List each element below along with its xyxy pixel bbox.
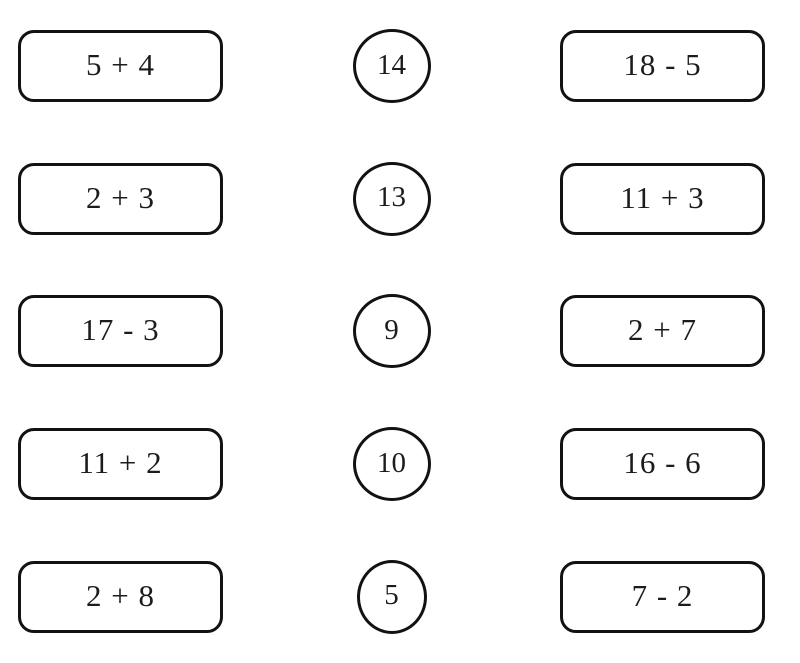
expression-box-right[interactable]: 18 - 5 [560, 30, 765, 103]
answer-cell: 9 [223, 294, 560, 369]
expression-box-left[interactable]: 17 - 3 [18, 295, 223, 368]
expression-text: 18 - 5 [623, 47, 702, 83]
expression-box-right[interactable]: 11 + 3 [560, 162, 765, 235]
right-expression-cell: 11 + 3 [560, 162, 765, 235]
answer-text: 10 [377, 446, 406, 479]
right-expression-cell: 16 - 6 [560, 428, 765, 501]
left-expression-cell: 17 - 3 [18, 295, 223, 368]
answer-cell: 10 [223, 427, 560, 502]
right-expression-cell: 2 + 7 [560, 295, 765, 368]
expression-text: 5 + 4 [86, 47, 155, 83]
expression-text: 7 - 2 [631, 577, 694, 613]
left-expression-cell: 5 + 4 [18, 30, 223, 103]
expression-text: 16 - 6 [623, 445, 702, 481]
expression-box-right[interactable]: 2 + 7 [560, 295, 765, 368]
answer-circle[interactable]: 9 [352, 294, 431, 369]
expression-box-left[interactable]: 5 + 4 [18, 30, 223, 103]
left-expression-cell: 11 + 2 [18, 428, 223, 501]
answer-text: 14 [377, 48, 406, 81]
answer-circle[interactable]: 14 [352, 29, 431, 104]
right-expression-cell: 7 - 2 [560, 560, 765, 633]
answer-text: 5 [384, 579, 399, 612]
answer-cell: 13 [223, 161, 560, 236]
expression-text: 11 + 2 [78, 445, 163, 481]
answer-text: 13 [377, 181, 406, 214]
answer-circle[interactable]: 10 [352, 427, 431, 502]
expression-box-right[interactable]: 7 - 2 [560, 560, 765, 633]
right-expression-cell: 18 - 5 [560, 30, 765, 103]
answer-cell: 5 [223, 559, 560, 634]
worksheet-row: 5 + 4 14 18 - 5 [0, 0, 800, 133]
worksheet-row: 2 + 8 5 7 - 2 [0, 530, 800, 663]
answer-cell: 14 [223, 29, 560, 104]
expression-text: 11 + 3 [620, 179, 705, 215]
expression-box-left[interactable]: 2 + 8 [18, 560, 223, 633]
expression-text: 2 + 7 [628, 312, 697, 348]
expression-text: 2 + 8 [86, 577, 155, 613]
answer-circle[interactable]: 5 [356, 559, 427, 634]
answer-circle[interactable]: 13 [352, 161, 431, 236]
answer-text: 9 [384, 313, 399, 346]
expression-text: 17 - 3 [81, 312, 160, 348]
worksheet-row: 17 - 3 9 2 + 7 [0, 265, 800, 398]
expression-box-left[interactable]: 11 + 2 [18, 428, 223, 501]
left-expression-cell: 2 + 8 [18, 560, 223, 633]
worksheet-row: 2 + 3 13 11 + 3 [0, 133, 800, 266]
expression-box-left[interactable]: 2 + 3 [18, 162, 223, 235]
expression-text: 2 + 3 [86, 179, 155, 215]
worksheet-row: 11 + 2 10 16 - 6 [0, 398, 800, 531]
left-expression-cell: 2 + 3 [18, 162, 223, 235]
expression-box-right[interactable]: 16 - 6 [560, 428, 765, 501]
